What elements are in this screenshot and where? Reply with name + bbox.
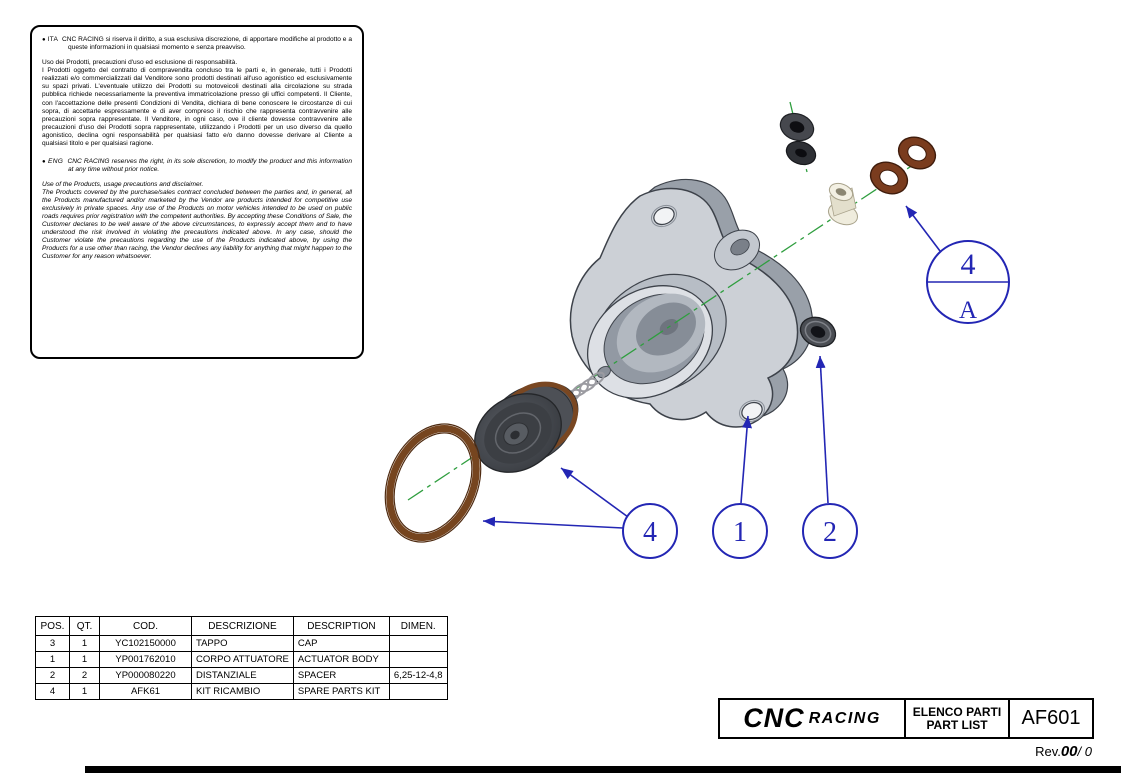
- ita-title: Uso dei Prodotti, precauzioni d'uso ed e…: [42, 59, 238, 67]
- washers-part: [869, 136, 937, 195]
- table-row: 2 2 YP000080220 DISTANZIALE SPACER 6,25-…: [35, 667, 448, 684]
- col-header-dimen: DIMEN.: [388, 616, 448, 636]
- leader-balloon-to-washers: [905, 205, 941, 252]
- table-cell: [388, 683, 448, 700]
- table-cell: AFK61: [99, 683, 192, 700]
- table-cell: SPARE PARTS KIT: [292, 683, 390, 700]
- o-ring-part: [384, 423, 482, 543]
- document-code-text: AF601: [1021, 707, 1081, 729]
- table-row: 3 1 YC102150000 TAPPO CAP: [35, 635, 448, 652]
- callout-4-label: 4: [643, 517, 657, 548]
- table-cell: 1: [69, 651, 100, 668]
- table-cell: 1: [35, 651, 70, 668]
- leader-1-to-body: [740, 415, 753, 504]
- callout-circle-2: 2: [802, 503, 858, 559]
- spacer-part: [799, 316, 837, 348]
- table-cell: CORPO ATTUATORE: [191, 651, 294, 668]
- eng-bullet: ●: [42, 158, 46, 165]
- table-cell: CAP: [292, 635, 390, 652]
- leader-2-to-spacer: [815, 355, 829, 504]
- document-code: AF601: [1010, 700, 1092, 737]
- table-row: 1 1 YP001762010 CORPO ATTUATORE ACTUATOR…: [35, 651, 448, 668]
- revision-suffix: / 0: [1077, 744, 1092, 759]
- bottom-rule: [85, 766, 1121, 773]
- brand-logo: CNC RACING: [720, 700, 906, 737]
- table-cell: 3: [35, 635, 70, 652]
- parts-table: POS. QT. COD. DESCRIZIONE DESCRIPTION DI…: [35, 616, 448, 700]
- revision-value: 00: [1060, 743, 1078, 760]
- callout-1-label: 1: [733, 517, 747, 548]
- eng-notice-text: CNC RACING reserves the right, in its so…: [67, 157, 353, 173]
- brand-racing-text: RACING: [808, 709, 881, 727]
- table-cell: 6,25-12-4,8: [388, 667, 448, 684]
- table-cell: 2: [69, 667, 100, 684]
- eng-body: The Products covered by the purchase/sal…: [42, 189, 352, 261]
- table-cell: KIT RICAMBIO: [191, 683, 294, 700]
- table-cell: YC102150000: [99, 635, 192, 652]
- collar-part: [827, 182, 859, 226]
- eng-paragraph: Use of the Products, usage precautions a…: [42, 181, 352, 261]
- cap-part: [474, 381, 579, 473]
- col-header-cod: COD.: [99, 616, 192, 636]
- table-cell: 2: [35, 667, 70, 684]
- eng-notice: ● ENG CNC RACING reserves the right, in …: [42, 158, 352, 174]
- ita-paragraph: Uso dei Prodotti, precauzioni d'uso ed e…: [42, 59, 352, 147]
- ita-bullet: ●: [42, 37, 46, 43]
- title-block: CNC RACING ELENCO PARTI PART LIST AF601: [718, 698, 1094, 739]
- balloon-4a: 4 A: [926, 240, 1010, 324]
- revision-label: Rev.: [1035, 744, 1061, 759]
- table-cell: 1: [69, 683, 100, 700]
- table-cell: DISTANZIALE: [191, 667, 294, 684]
- table-row: 4 1 AFK61 KIT RICAMBIO SPARE PARTS KIT: [35, 683, 448, 700]
- part-list-title-en: PART LIST: [926, 717, 988, 732]
- table-cell: TAPPO: [191, 635, 294, 652]
- actuator-body-part: [569, 178, 814, 428]
- table-cell: YP001762010: [99, 651, 192, 668]
- disclaimer-box: ● ITA CNC RACING si riserva il diritto, …: [30, 25, 364, 359]
- callout-2-label: 2: [823, 517, 837, 548]
- leader-4-to-oring: [482, 516, 624, 529]
- table-cell: 4: [35, 683, 70, 700]
- table-cell: ACTUATOR BODY: [292, 651, 390, 668]
- table-cell: YP000080220: [99, 667, 192, 684]
- eng-tag: ENG: [48, 157, 64, 165]
- balloon-top-label: 4: [961, 248, 976, 281]
- col-header-qt: QT.: [69, 616, 100, 636]
- ita-notice: ● ITA CNC RACING si riserva il diritto, …: [42, 36, 352, 52]
- leader-arrows: [482, 205, 941, 529]
- brand-cnc-text: CNC: [743, 703, 805, 733]
- table-cell: [388, 651, 448, 668]
- callout-circle-4: 4: [622, 503, 678, 559]
- part-list-title: ELENCO PARTI PART LIST: [906, 700, 1010, 737]
- ita-tag: ITA: [47, 36, 59, 43]
- ita-notice-text: CNC RACING si riserva il diritto, a sua …: [61, 36, 353, 52]
- spacer-rings-part: [779, 112, 817, 166]
- part-list-title-it: ELENCO PARTI: [912, 704, 1002, 719]
- col-header-description: DESCRIPTION: [292, 616, 390, 636]
- table-cell: 1: [69, 635, 100, 652]
- leader-4-to-cap: [560, 467, 629, 518]
- table-cell: SPACER: [292, 667, 390, 684]
- col-header-pos: POS.: [35, 616, 70, 636]
- balloon-bottom-label: A: [959, 297, 977, 324]
- col-header-descrizione: DESCRIZIONE: [191, 616, 294, 636]
- eng-title: Use of the Products, usage precautions a…: [42, 181, 204, 189]
- revision-line: Rev.00/ 0: [1012, 743, 1092, 760]
- callout-circle-1: 1: [712, 503, 768, 559]
- table-cell: [388, 635, 448, 652]
- ita-body: I Prodotti oggetto del contratto di comp…: [42, 67, 352, 147]
- table-header-row: POS. QT. COD. DESCRIZIONE DESCRIPTION DI…: [35, 616, 448, 636]
